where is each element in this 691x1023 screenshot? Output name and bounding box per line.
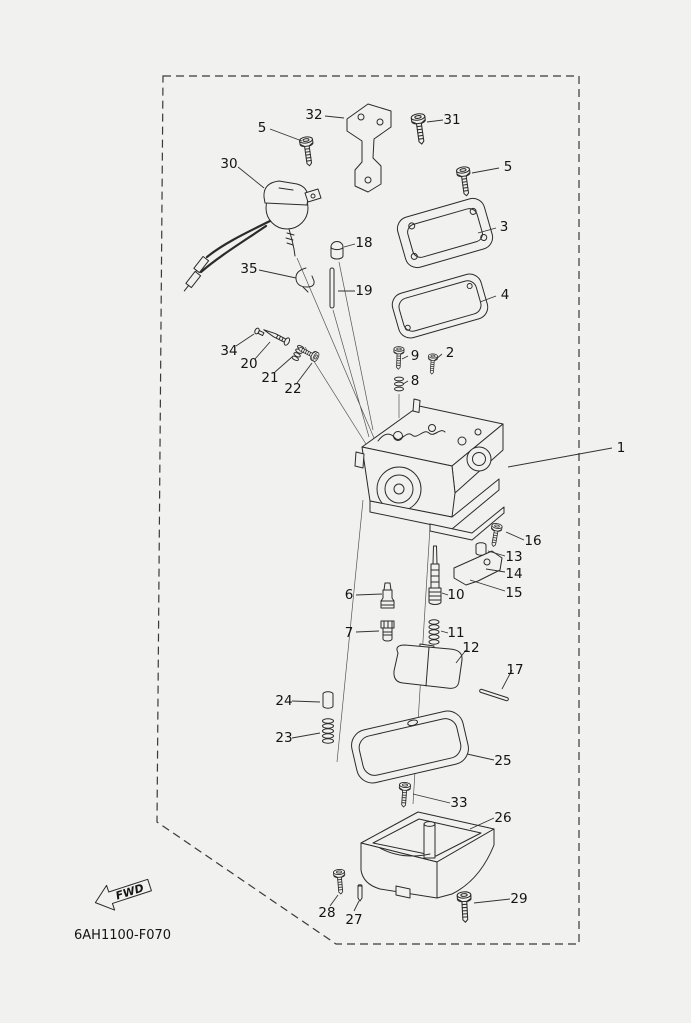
callout-35: 35 [240,261,257,277]
callout-20: 20 [240,356,257,372]
part-1-carburetor-body [354,398,504,530]
part-34-screw-tip [254,327,265,337]
callout-16: 16 [524,533,541,549]
callout-21: 21 [261,370,278,386]
part-lower-plate [429,506,505,541]
callout-9: 9 [411,348,420,364]
callout-26: 26 [494,810,511,826]
callout-25: 25 [494,753,511,769]
part-8-spring [394,376,404,392]
callout-6: 6 [345,587,354,603]
part-29-screw [456,890,473,924]
callout-34: 34 [220,343,237,359]
callout-3: 3 [500,219,509,235]
part-21-spring [291,344,305,362]
callout-7: 7 [345,625,354,641]
part-10-needle-jet [428,545,442,605]
callout-15: 15 [505,585,522,601]
part-4-gasket [391,273,489,339]
part-2-screw [426,353,439,375]
callout-22: 22 [284,381,301,397]
callout-12: 12 [462,640,479,656]
part-16-screw [487,522,503,548]
callout-24: 24 [275,693,292,709]
callout-17: 17 [506,662,523,678]
part-27-drain-pin [357,884,363,902]
callout-5-top-right: 5 [504,159,513,175]
callout-29: 29 [510,891,527,907]
part-19-pin [329,267,335,309]
callout-5-top-left: 5 [258,120,267,136]
part-23-spring [322,718,334,744]
callout-28: 28 [318,905,335,921]
part-32-bracket [346,103,392,193]
part-17-float-pin [479,688,509,702]
fwd-arrow: FWD [94,878,152,911]
part-18-plug [330,241,344,260]
part-30-solenoid [183,180,322,292]
part-28-screw [332,868,347,895]
part-3-top-cover [396,197,494,269]
callout-32: 32 [305,107,322,123]
part-31-screw [410,112,430,146]
callout-4: 4 [501,287,510,303]
part-25-bowl-gasket [351,710,469,784]
part-7-main-jet [380,620,395,642]
part-26-float-bowl [360,811,495,899]
callout-10: 10 [447,587,464,603]
fwd-label: FWD [114,881,145,902]
part-12-float [393,643,463,689]
part-15-bracket [453,550,503,586]
part-20-pilot-screw [263,329,291,346]
part-33-screw [397,781,412,808]
part-5-screw-top-right [455,165,474,198]
callout-13: 13 [505,549,522,565]
part-24-needle-valve [322,691,334,709]
callout-8: 8 [411,373,420,389]
callout-14: 14 [505,566,522,582]
wire-connector [183,270,202,292]
callout-11: 11 [447,625,464,641]
callout-30: 30 [220,156,237,172]
diagram-border [156,75,580,945]
part-11-spring [428,619,440,645]
part-6-nozzle [380,582,395,609]
part-9-screw [392,346,405,370]
part-35-clip [295,267,315,293]
callout-1: 1 [617,440,626,456]
callout-31: 31 [443,112,460,128]
callout-2: 2 [446,345,455,361]
assembly-axis-lines [296,257,431,805]
diagram-code: 6AH1100-F070 [74,928,171,943]
callout-33: 33 [450,795,467,811]
callout-23: 23 [275,730,292,746]
fwd-arrow-shape [94,878,152,911]
leader-lines [235,115,613,912]
callout-18: 18 [355,235,372,251]
part-13-plug [475,542,487,556]
callout-27: 27 [345,912,362,928]
callout-19: 19 [355,283,372,299]
